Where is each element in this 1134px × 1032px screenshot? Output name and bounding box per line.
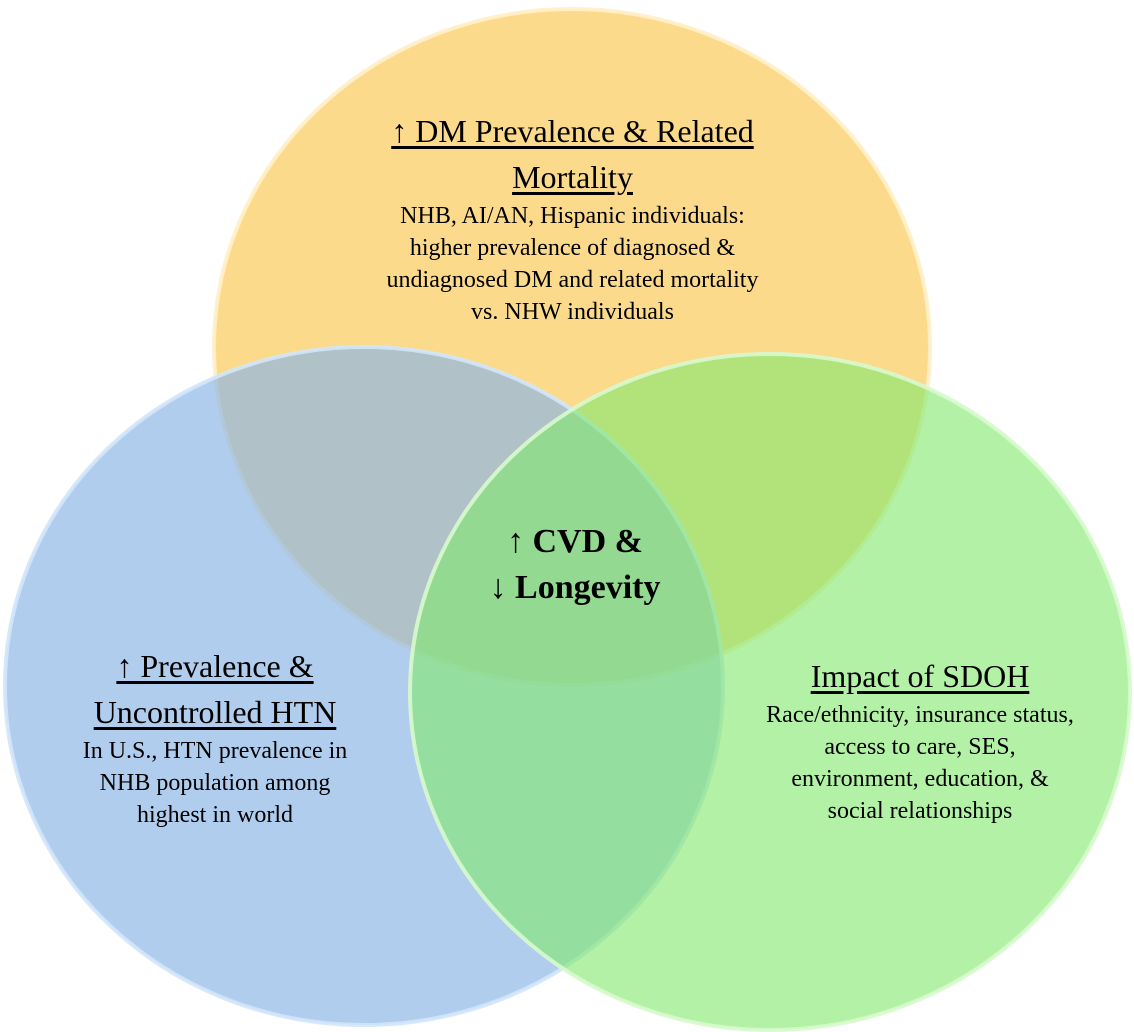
htn-title-line1: ↑ Prevalence & <box>116 648 314 684</box>
dm-body-line: higher prevalence of diagnosed & <box>409 235 736 261</box>
dm-body-line: vs. NHW individuals <box>471 299 674 325</box>
htn-body-line: NHB population among <box>99 770 331 796</box>
sdoh-body-line: social relationships <box>827 798 1013 824</box>
center-line1: ↑ CVD & <box>507 523 643 560</box>
sdoh-body-line: environment, education, & <box>791 766 1049 792</box>
htn-title-line2: Uncontrolled HTN <box>93 694 337 730</box>
dm-label: ↑ DM Prevalence & Related Mortality NHB,… <box>300 108 845 328</box>
dm-title-line2: Mortality <box>512 159 633 195</box>
htn-label: ↑ Prevalence & Uncontrolled HTN In U.S.,… <box>20 643 410 831</box>
dm-title-line1: ↑ DM Prevalence & Related <box>391 113 754 149</box>
center-line2: ↓ Longevity <box>489 569 661 606</box>
sdoh-label: Impact of SDOH Race/ethnicity, insurance… <box>710 653 1130 827</box>
center-label: ↑ CVD & ↓ Longevity <box>440 519 710 611</box>
htn-body-line: highest in world <box>137 802 293 828</box>
sdoh-circle <box>408 352 1132 1032</box>
dm-body-line: undiagnosed DM and related mortality <box>386 267 759 293</box>
sdoh-title: Impact of SDOH <box>810 658 1030 694</box>
sdoh-body-line: access to care, SES, <box>824 734 1016 760</box>
htn-body-line: In U.S., HTN prevalence in <box>82 738 348 764</box>
sdoh-body-line: Race/ethnicity, insurance status, <box>766 702 1074 728</box>
dm-body-line: NHB, AI/AN, Hispanic individuals: <box>400 203 745 229</box>
